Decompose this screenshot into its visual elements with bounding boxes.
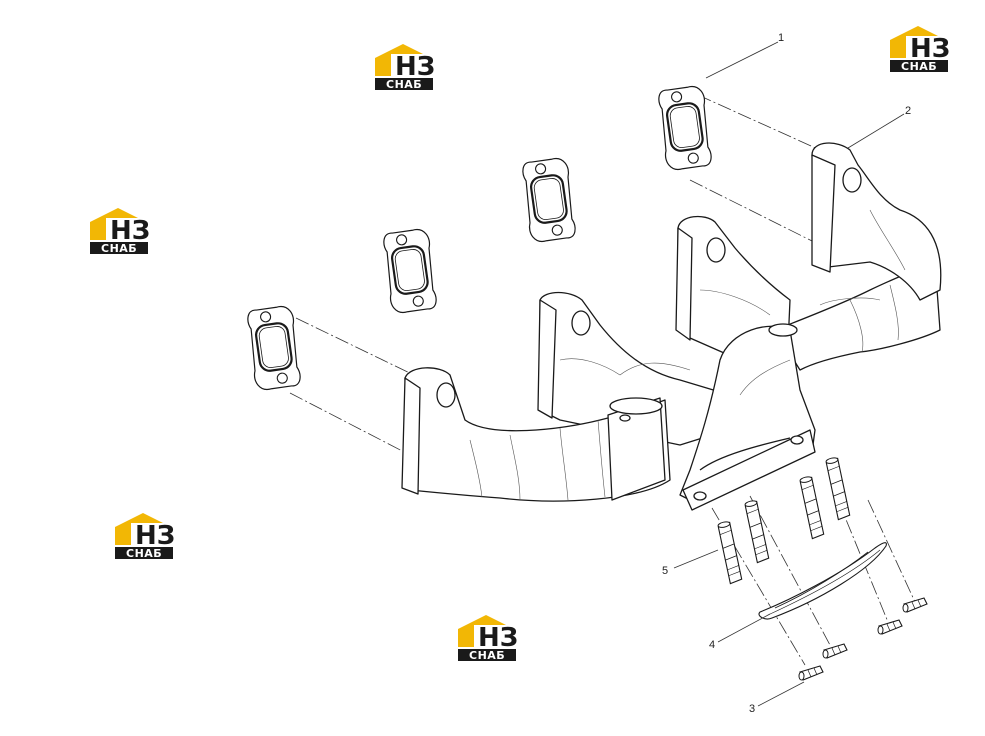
- leader-lines: [673, 41, 905, 707]
- callout-2: 2: [905, 105, 911, 117]
- watermark-letters: НЗ: [910, 34, 950, 64]
- watermark-logo: НЗ СНАБ: [115, 513, 175, 560]
- watermark-logo: НЗ СНАБ: [890, 26, 950, 73]
- watermark-logo: НЗ СНАБ: [375, 44, 435, 91]
- alignment-lines: [289, 94, 916, 666]
- watermark-logo: НЗ СНАБ: [90, 208, 150, 255]
- stud: [744, 499, 770, 564]
- watermark-logo: НЗ СНАБ: [458, 615, 518, 662]
- manifold-gasket: [519, 155, 579, 245]
- stud: [799, 475, 825, 540]
- watermark-caption: СНАБ: [126, 547, 162, 560]
- manifold-gasket: [380, 226, 440, 316]
- watermark-caption: СНАБ: [386, 78, 422, 91]
- nut: [798, 665, 824, 681]
- nut: [902, 597, 928, 613]
- watermark-caption: СНАБ: [469, 649, 505, 662]
- watermark-letters: НЗ: [110, 216, 150, 246]
- callout-3: 3: [749, 703, 755, 715]
- nut: [822, 643, 848, 659]
- stud: [825, 456, 851, 521]
- nut: [877, 619, 903, 635]
- callout-5: 5: [662, 565, 668, 577]
- outlet-gasket: [758, 542, 887, 620]
- manifold-gasket: [244, 303, 304, 393]
- watermark-letters: НЗ: [478, 623, 518, 653]
- exhaust-manifold: [401, 142, 942, 511]
- watermark-caption: СНАБ: [901, 60, 937, 73]
- callout-4: 4: [709, 639, 715, 651]
- callout-1: 1: [778, 32, 784, 44]
- watermark-caption: СНАБ: [101, 242, 137, 255]
- watermark-letters: НЗ: [395, 52, 435, 82]
- watermark-letters: НЗ: [135, 521, 175, 551]
